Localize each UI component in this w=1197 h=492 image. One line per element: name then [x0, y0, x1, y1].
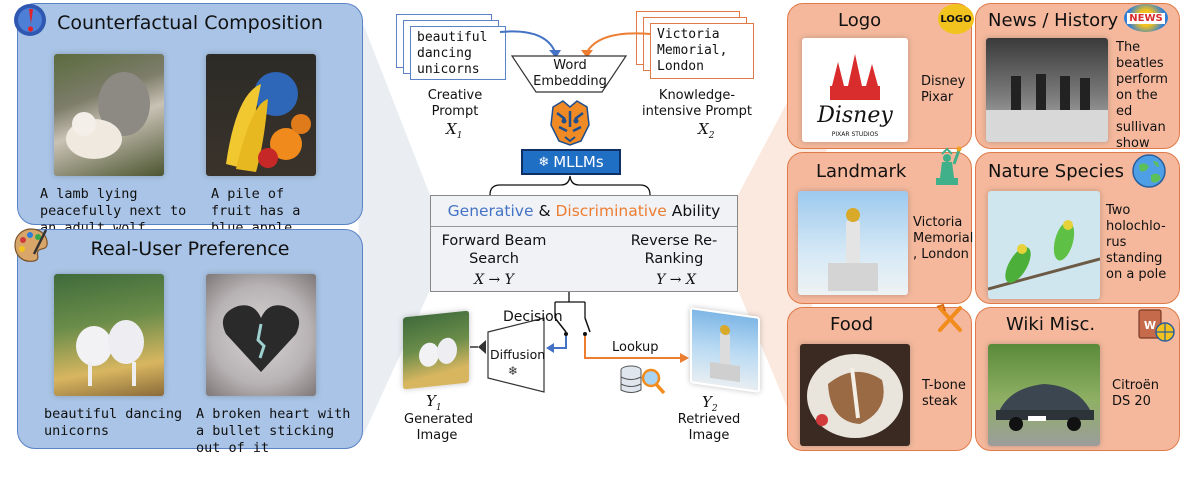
svg-text:W: W [1144, 319, 1156, 332]
food-title: Food [830, 314, 874, 335]
heart-caption: A broken heart with a bullet sticking ou… [196, 406, 351, 456]
y1-symbol: Y1 [426, 392, 442, 413]
news-badge-icon: NEWS [1124, 4, 1168, 32]
mllms-label: MLLMs [553, 153, 604, 171]
logo-panel: Logo Disney PIXAR STUDIOS Disney Pixar [787, 3, 972, 149]
retrieved-image [690, 307, 760, 393]
statue-of-liberty-icon [936, 146, 962, 185]
knowledge-prompt-text: Victoria Memorial, London [657, 27, 728, 74]
svg-text:PIXAR STUDIOS: PIXAR STUDIOS [832, 131, 879, 138]
unicorns-caption: beautiful dancing unicorns [44, 406, 183, 439]
svg-text:Disney: Disney [816, 103, 893, 128]
beatles-image [986, 38, 1108, 142]
snowflake-icon: ❄ [538, 154, 550, 170]
news-title: News / History [988, 10, 1119, 31]
landmark-caption: Victoria Memorial , London [913, 215, 974, 262]
discriminative-label: Discriminative [555, 202, 667, 220]
news-caption: The beatles perform on the ed sullivan s… [1116, 40, 1168, 151]
unicorns-image [54, 274, 164, 396]
wolf-caption: A lamb lying peacefully next to an adult… [40, 186, 187, 236]
wiki-title: Wiki Misc. [1006, 314, 1096, 335]
retrieved-image-label: Retrieved Image [677, 412, 741, 443]
wiki-caption: Citroën DS 20 [1112, 378, 1160, 409]
victoria-memorial-image [798, 191, 908, 295]
disney-pixar-image: Disney PIXAR STUDIOS [802, 38, 908, 142]
logo-title: Logo [838, 10, 882, 31]
forward-label: Forward Beam Search [441, 233, 547, 267]
globe-icon [1132, 154, 1166, 188]
landmark-title: Landmark [816, 161, 907, 182]
reverse-label: Reverse Re-Ranking [630, 233, 718, 267]
wolf-lamb-image [54, 54, 164, 176]
preference-title: Real-User Preference [90, 238, 290, 260]
parrots-image [988, 191, 1100, 299]
word-embedding-label: Word Embedding [533, 58, 607, 89]
lookup-label: Lookup [612, 340, 659, 355]
tbone-steak-image [800, 344, 910, 446]
creative-prompt-text: beautiful dancing unicorns [417, 30, 488, 77]
nature-panel: Nature Species Two holochlo-rus standing… [975, 152, 1180, 304]
logo-caption: Disney Pixar [921, 74, 966, 105]
fork-knife-icon [936, 303, 962, 332]
generated-image-label: Generated Image [404, 412, 473, 443]
fruit-pile-image [206, 54, 316, 176]
ability-divider [431, 226, 737, 227]
ability-title: Generative & Discriminative Ability [447, 202, 721, 220]
citroen-ds20-image [988, 344, 1100, 446]
nature-caption: Two holochlo-rus standing on a pole [1106, 203, 1167, 282]
decision-label: Decision [503, 309, 563, 325]
x1-symbol: X1 [446, 120, 463, 141]
knowledge-prompt-card: Victoria Memorial, London [650, 23, 754, 79]
generative-label: Generative [447, 202, 534, 220]
logo-badge-icon: LOGO [938, 4, 974, 34]
creative-prompt-card: beautiful dancing unicorns [410, 26, 506, 80]
diffusion-snowflake-icon: ❄ [508, 364, 519, 378]
y2-symbol: Y2 [702, 393, 718, 414]
broken-heart-image [206, 274, 316, 396]
counterfactual-panel: Counterfactual Composition A lamb lying … [17, 3, 363, 236]
ability-box: Generative & Discriminative Ability Forw… [430, 195, 738, 292]
wiki-book-icon: W [1138, 309, 1175, 342]
exclamation-icon [14, 4, 46, 36]
reverse-math: Y → X [656, 272, 696, 288]
palette-icon [14, 228, 48, 262]
food-caption: T-bone steak [922, 378, 966, 409]
generated-image [403, 310, 469, 390]
tiger-logo-icon [550, 100, 590, 146]
x2-symbol: X2 [698, 120, 715, 141]
creative-prompt-label: Creative Prompt [427, 88, 483, 119]
preference-panel: Real-User Preference beautiful dancing u… [17, 229, 363, 456]
nature-title: Nature Species [988, 161, 1125, 182]
counterfactual-title: Counterfactual Composition [57, 12, 323, 34]
database-search-icon [620, 365, 666, 395]
forward-math: X → Y [474, 272, 514, 288]
news-panel: News / History The beatles perform on th… [975, 3, 1180, 151]
diffusion-label: Diffusion [490, 347, 546, 362]
knowledge-prompt-label: Knowledge-intensive Prompt [641, 88, 753, 119]
mllms-box: ❄ MLLMs [521, 149, 621, 175]
